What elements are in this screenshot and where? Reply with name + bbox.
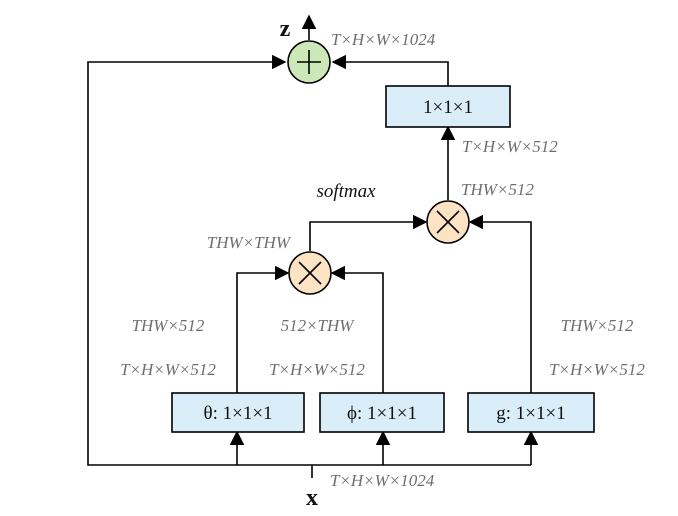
dim-theta-out: T×H×W×512 (120, 360, 216, 379)
mult-operator-lower (288, 251, 332, 295)
theta-to-mult (236, 265, 290, 393)
conv-to-add (331, 54, 449, 86)
add-operator (287, 40, 331, 84)
dim-theta-reshaped: THW×512 (132, 316, 205, 335)
top-conv-box (385, 85, 511, 128)
affinity-to-mult (309, 214, 428, 251)
mult-operator-upper (426, 200, 470, 244)
connections (87, 14, 539, 478)
dim-out-top: T×H×W×1024 (331, 30, 436, 49)
theta-box (171, 392, 305, 433)
softmax-label: softmax (316, 181, 376, 202)
phi-block: ϕ: 1×1×1 (319, 392, 445, 433)
phi-to-mult (330, 265, 384, 393)
dim-softmax-out: THW×512 (461, 180, 534, 199)
theta-label: θ: 1×1×1 (203, 403, 272, 424)
mult-icon-lower-b (298, 261, 322, 285)
top-conv-label: 1×1×1 (423, 97, 473, 118)
output-label: z (280, 16, 291, 42)
dim-g-out: T×H×W×512 (549, 360, 645, 379)
dim-g-reshaped: THW×512 (561, 316, 634, 335)
residual-connection (87, 54, 312, 466)
phi-label: ϕ: 1×1×1 (347, 403, 417, 424)
mult-icon-upper-b (436, 210, 460, 234)
dim-top-conv-in: T×H×W×512 (462, 137, 558, 156)
theta-block: θ: 1×1×1 (171, 392, 305, 433)
g-label: g: 1×1×1 (496, 403, 565, 424)
g-box (467, 392, 595, 433)
dim-phi-out: T×H×W×512 (269, 360, 365, 379)
g-to-mult (468, 214, 532, 393)
g-block: g: 1×1×1 (467, 392, 595, 433)
dim-affinity: THW×THW (207, 233, 292, 252)
top-conv-block: 1×1×1 (385, 85, 511, 128)
dim-input: T×H×W×1024 (330, 471, 435, 490)
input-label: x (306, 485, 318, 511)
phi-box (319, 392, 445, 433)
dim-phi-reshaped: 512×THW (281, 316, 356, 335)
